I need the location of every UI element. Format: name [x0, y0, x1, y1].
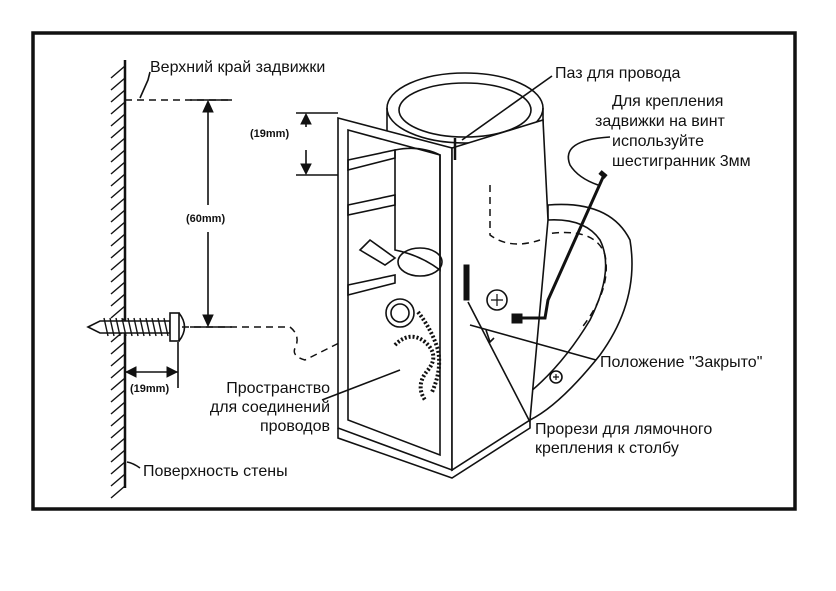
strap-slot — [463, 264, 470, 301]
wall-hatch-line — [110, 89, 126, 103]
wall-hatch-line — [110, 305, 126, 319]
screw-thread-line — [151, 317, 157, 337]
wall-hatch-line — [110, 77, 126, 91]
wall-hatch-line — [110, 245, 126, 259]
wall-hatch-line — [110, 461, 126, 475]
screw-thread-line — [115, 317, 121, 337]
wire-coil — [393, 334, 436, 402]
dimension-label-60mm: (60mm) — [186, 213, 225, 225]
wall-hatch-line — [110, 137, 126, 151]
screw-thread-line — [133, 317, 139, 337]
wall-hatch-line — [110, 233, 126, 247]
label-closed-position: Положение "Закрыто" — [600, 354, 762, 371]
hex-key — [518, 174, 606, 320]
wall — [110, 60, 127, 499]
screw-thread-line — [109, 317, 115, 337]
dimension-60mm — [190, 99, 232, 328]
screw-thread-line — [121, 317, 127, 337]
screw-hole-dashed-path — [289, 326, 346, 361]
wall-hatch-line — [110, 389, 126, 403]
wall-hatch-line — [110, 401, 126, 415]
wall-hatch-line — [110, 293, 126, 307]
wall-hatch-line — [110, 185, 126, 199]
wall-hatch-line — [110, 101, 126, 115]
dimension-19mm-bottom — [124, 342, 179, 388]
label-wall-surface: Поверхность стены — [143, 463, 288, 480]
dimension-label-19mm-upper: (19mm) — [250, 128, 289, 140]
screw-thread-line — [103, 317, 109, 337]
wall-hatch-line — [110, 65, 126, 79]
label-wire-space-3: проводов — [260, 418, 330, 435]
wall-hatch-line — [110, 473, 126, 487]
bracket-screw-icon — [549, 370, 563, 384]
wall-hatch-line — [110, 173, 126, 187]
frame-border — [31, 31, 797, 511]
label-top-edge: Верхний край задвижки — [150, 59, 325, 76]
wall-hatch-line — [110, 281, 126, 295]
label-strap-slots-2: крепления к столбу — [535, 440, 679, 457]
wall-hatch-line — [110, 449, 126, 463]
label-screw-hint-3: используйте — [612, 133, 704, 150]
screw-thread-line — [139, 317, 145, 337]
wall-hatch-line — [110, 257, 126, 271]
top-edge-marker — [125, 71, 232, 101]
wall-hatch-line — [110, 437, 126, 451]
wall-hatch-line — [110, 365, 126, 379]
wall-hatch-line — [110, 125, 126, 139]
label-wire-space-2: для соединений — [210, 399, 330, 416]
text-labels: Верхний край задвижки Паз для провода Дл… — [130, 59, 762, 480]
dimension-label-19mm-bottom: (19mm) — [130, 383, 169, 395]
wall-hatch-line — [110, 269, 126, 283]
leader-lines — [321, 75, 611, 423]
dimension-19mm-upper — [296, 112, 338, 176]
wall-hatch-line — [110, 377, 126, 391]
wall-hatch-line — [110, 353, 126, 367]
screw-thread-line — [157, 317, 163, 337]
wall-hatch-line — [110, 413, 126, 427]
wall-hatch-line — [110, 485, 126, 499]
plunger-hole — [385, 298, 415, 328]
screw-thread-line — [127, 317, 133, 337]
latch-housing — [337, 72, 633, 479]
label-screw-hint-2: задвижки на винт — [595, 113, 726, 130]
wall-hatch-line — [110, 425, 126, 439]
wall-hatch-line — [110, 149, 126, 163]
wall-hatch-line — [110, 113, 126, 127]
wall-hatch-line — [110, 161, 126, 175]
label-screw-hint-1: Для крепления — [612, 93, 723, 110]
wall-surface-leader — [126, 461, 141, 469]
wall-hatch-line — [110, 209, 126, 223]
screw-thread-line — [145, 317, 151, 337]
mounting-screw — [86, 312, 290, 342]
label-wire-slot: Паз для провода — [555, 65, 680, 82]
wall-hatch-line — [110, 221, 126, 235]
label-strap-slots-1: Прорези для лямочного — [535, 421, 712, 438]
wall-hatch-line — [110, 197, 126, 211]
label-screw-hint-4: шестигранник 3мм — [612, 153, 751, 170]
screw-thread-line — [163, 317, 169, 337]
wall-hatch-line — [110, 341, 126, 355]
label-wire-space-1: Пространство — [226, 380, 330, 397]
